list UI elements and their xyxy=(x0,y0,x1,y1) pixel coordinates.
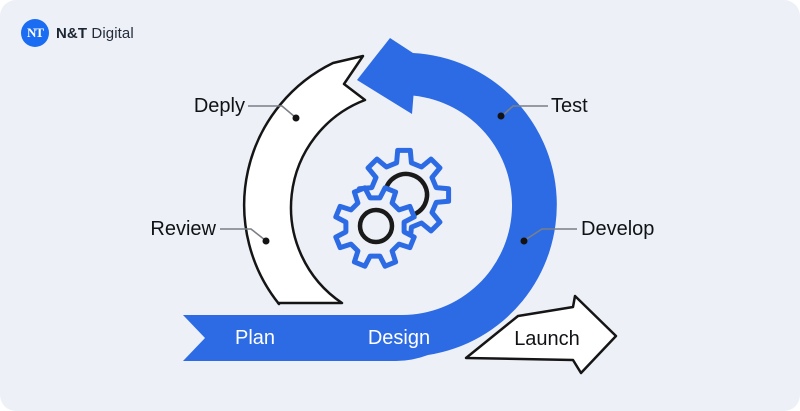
test-dot xyxy=(497,112,505,120)
brand-name-bold: N&T xyxy=(56,24,88,42)
white-cycle-arrow xyxy=(242,54,367,306)
gear-small-icon xyxy=(333,185,417,269)
review-dot xyxy=(262,237,270,245)
logo-circle-icon: NT xyxy=(21,19,49,47)
band-step-design: Design xyxy=(367,327,431,349)
blue-cycle-arrow xyxy=(183,38,557,361)
test-connector-line xyxy=(501,105,548,117)
brand-logo: NT N&T Digital xyxy=(21,19,134,47)
brand-name: N&T Digital xyxy=(56,25,134,42)
callout-test-label: Test xyxy=(551,95,588,117)
brand-name-regular: Digital xyxy=(91,24,134,42)
launch-label: Launch xyxy=(514,328,580,350)
gear-small-inner-circle xyxy=(357,207,395,245)
logo-monogram: NT xyxy=(26,25,44,40)
band-step-plan: Plan xyxy=(234,327,276,349)
callout-review-label: Review xyxy=(150,218,216,240)
callout-develop-label: Develop xyxy=(581,218,655,240)
deploy-connector-line xyxy=(248,105,296,118)
review-connector-line xyxy=(220,228,266,241)
develop-connector-line xyxy=(524,228,577,241)
callout-connectors xyxy=(220,105,577,241)
deploy-dot xyxy=(292,114,300,122)
develop-dot xyxy=(520,237,528,245)
launch-arrow xyxy=(464,294,618,375)
callout-dots xyxy=(262,112,528,245)
callout-deploy-label: Deply xyxy=(193,95,245,117)
